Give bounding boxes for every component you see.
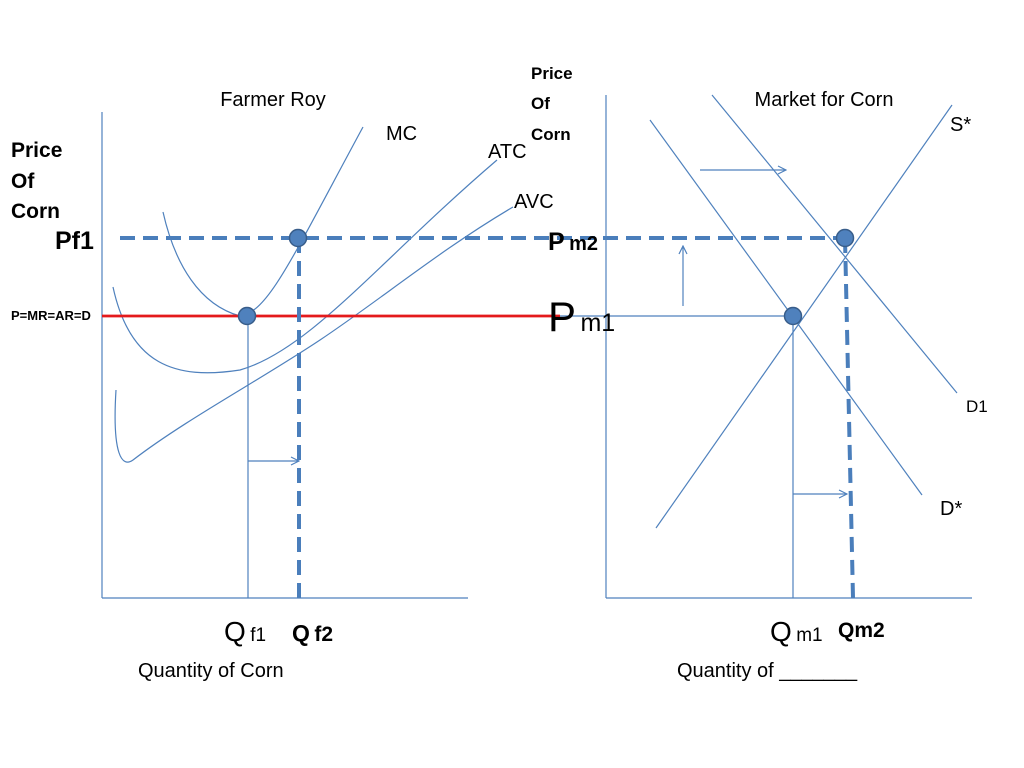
market-title: Market for Corn [755,89,894,111]
pf1-label: Pf1 [55,227,94,255]
mr-line-label: P=MR=AR=D [11,308,91,323]
pm2-label-sub: m2 [569,233,598,255]
market-y-label-line2: Of [531,94,550,113]
atc-curve [112,159,498,374]
market-panel: Market for Corn Price Of Corn P m2 P m1 … [531,64,988,682]
farmer-title: Farmer Roy [220,89,326,111]
qf1-label: Q f1 [224,616,266,647]
qm1-label-main: Q [770,616,792,647]
dstar-label: D* [940,498,962,520]
market-equilibrium-initial [783,306,803,326]
farmer-point-initial [237,306,257,326]
qf1-label-main: Q [224,616,246,647]
market-x-axis-label: Quantity of _______ [677,660,858,682]
market-equilibrium-new [835,228,855,248]
qm1-label-sub: m1 [796,625,822,646]
supply-curve [655,104,953,529]
mc-label: MC [386,123,417,145]
pm1-label: P m1 [548,293,615,340]
qm1-label: Q m1 [770,616,823,647]
pm1-label-sub: m1 [580,309,615,337]
farmer-panel: Farmer Roy Price Of Corn Pf1 P=MR=AR=D M… [11,89,846,682]
atc-label: ATC [488,141,527,163]
qf2-label-main: Q [292,620,310,646]
market-y-label-line3: Corn [531,125,571,144]
farmer-x-axis-label: Quantity of Corn [138,660,284,682]
market-y-label-line1: Price [531,64,573,83]
avc-label: AVC [514,191,554,213]
pm2-label: P m2 [548,228,598,256]
d1-label: D1 [966,397,988,416]
mc-curve [162,126,364,317]
qf2-label: Q f2 [292,620,333,646]
farmer-y-label-line1: Price [11,139,62,162]
demand-curve-d1 [711,94,958,394]
farmer-point-new [288,228,308,248]
pm2-label-main: P [548,228,565,256]
pm1-label-main: P [548,293,576,340]
qf2-label-sub: f2 [314,623,333,646]
avc-curve [114,206,514,463]
demand-curve-dstar [649,119,923,496]
qm2-label: Qm2 [838,619,885,642]
farmer-y-label-line3: Corn [11,200,60,223]
farmer-y-label-line2: Of [11,170,35,193]
qm2-drop-line [843,237,855,599]
qf1-label-sub: f1 [250,625,266,646]
supply-label: S* [950,114,971,136]
